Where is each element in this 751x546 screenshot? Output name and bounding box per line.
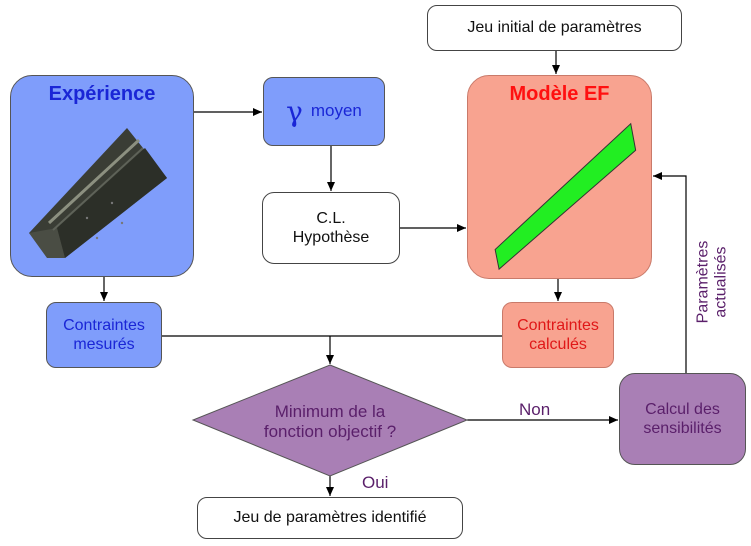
decision-diamond — [191, 364, 469, 477]
edge-label-no: Non — [519, 400, 551, 419]
edge-label-yes: Oui — [362, 473, 389, 492]
experience-box: Expérience — [10, 75, 194, 277]
initial-params-label: Jeu initial de paramètres — [467, 19, 642, 37]
measured-stress-box: Contraintes mesurés — [46, 302, 162, 368]
gamma-label: moyen — [310, 101, 362, 121]
decision-label: Minimum de la fonction objectif ? — [225, 392, 435, 452]
gamma-symbol: γ — [286, 94, 303, 128]
updated-params-line1: Paramètres — [694, 240, 712, 324]
decision-line1: Minimum de la — [274, 401, 386, 421]
computed-line2: calculés — [529, 336, 587, 353]
arrow-feedback-to-model — [653, 172, 687, 373]
boundary-conditions-box: C.L. Hypothèse — [262, 192, 400, 264]
identified-params-box: Jeu de paramètres identifié — [197, 497, 463, 539]
cl-line2: Hypothèse — [292, 229, 370, 246]
decision-line2: fonction objectif ? — [263, 422, 397, 441]
updated-params-line2: actualisés — [713, 246, 730, 318]
measured-line2: mesurés — [73, 336, 135, 353]
specimen-photo — [27, 108, 177, 273]
measured-line1: Contraintes — [63, 316, 145, 334]
cl-line1: C.L. — [316, 209, 346, 227]
sensitivities-line2: sensibilités — [643, 420, 722, 437]
computed-line1: Contraintes — [517, 316, 599, 334]
computed-stress-box: Contraintes calculés — [502, 302, 614, 368]
experience-title: Expérience — [48, 83, 156, 105]
fe-mesh-shape — [494, 122, 637, 271]
fe-model-box: Modèle EF — [467, 75, 652, 279]
model-title: Modèle EF — [509, 83, 610, 105]
gamma-average-box: γ moyen — [263, 77, 385, 146]
sensitivities-box: Calcul des sensibilités — [619, 373, 746, 465]
sensitivities-line1: Calcul des — [645, 400, 720, 418]
initial-params-box: Jeu initial de paramètres — [427, 5, 682, 51]
identified-label: Jeu de paramètres identifié — [233, 509, 427, 527]
updated-params-label: Paramètres actualisés — [695, 241, 732, 324]
